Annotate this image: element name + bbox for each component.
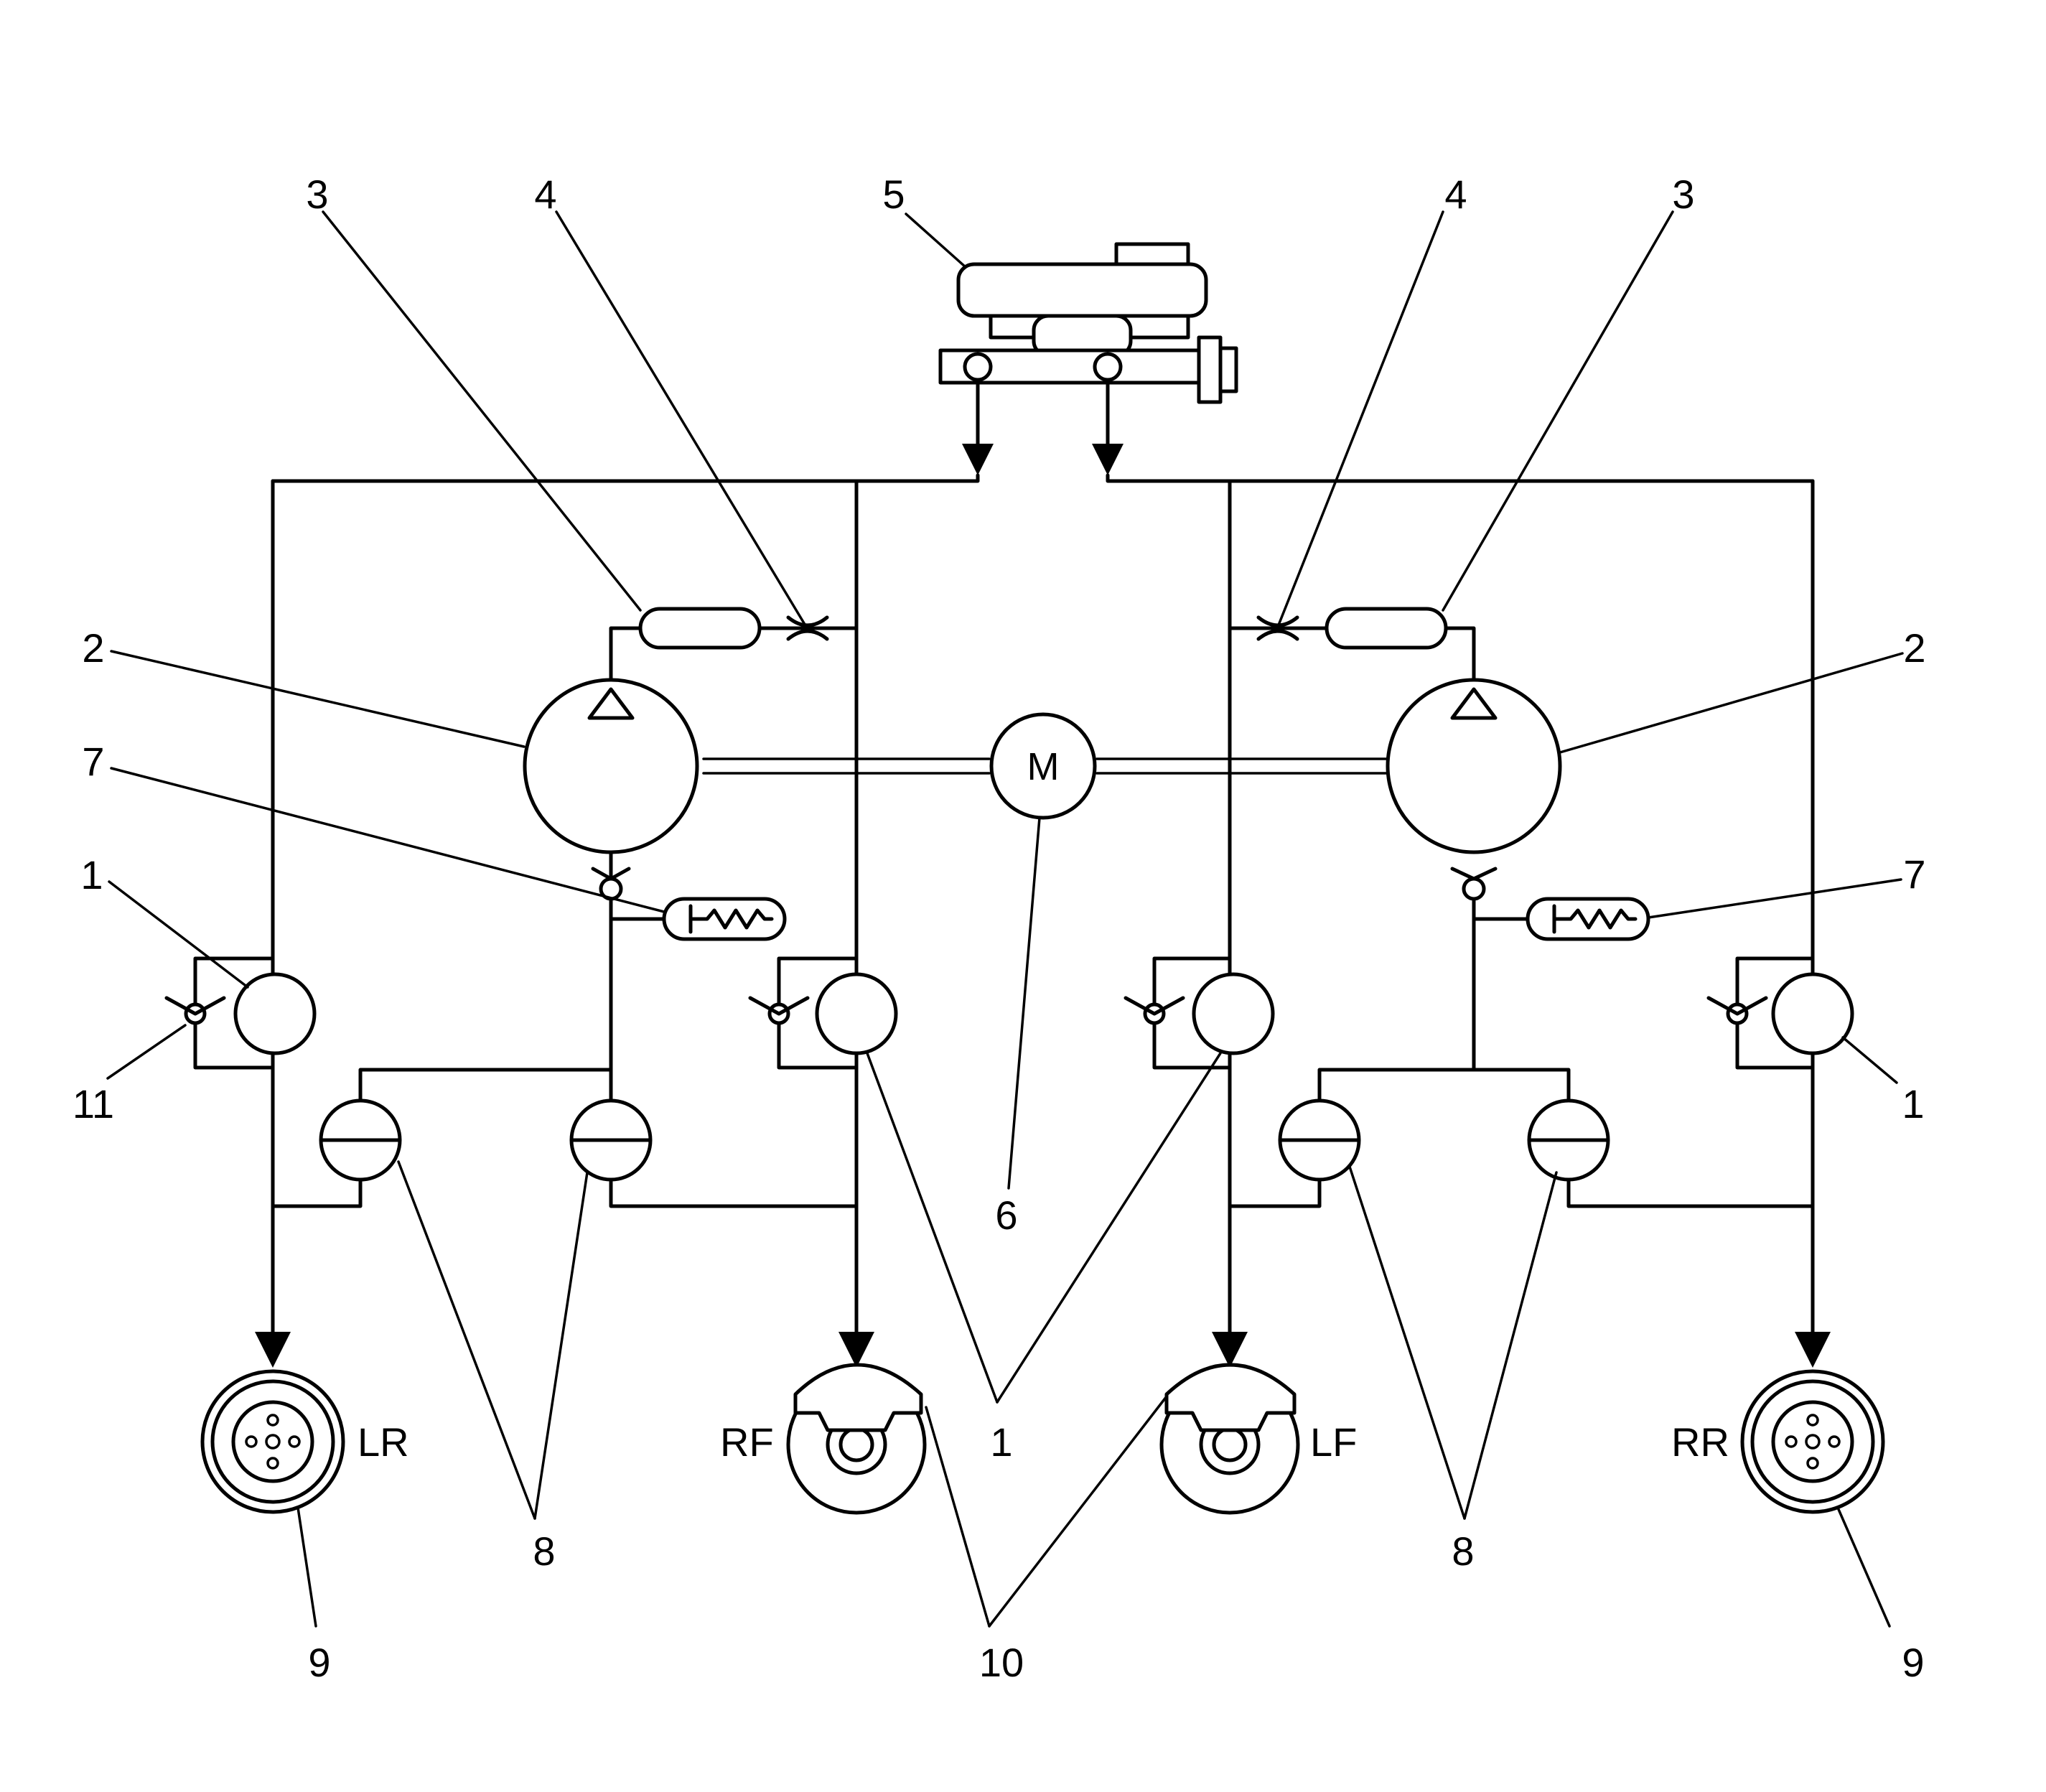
callout-11: 11	[73, 1081, 114, 1126]
callout-1-left: 1	[80, 852, 103, 897]
wheel-rr-drum	[1740, 1369, 1885, 1514]
inlet-valve-lr	[164, 956, 317, 1070]
callout-1-right: 1	[1902, 1081, 1924, 1126]
callouts: 3 4 5 4 3 2 2 7 7 1 11 1 6 1 8 8 9 10 9	[73, 172, 1926, 1685]
inlet-valve-rf	[748, 956, 898, 1070]
pump-left	[523, 678, 699, 854]
leader-lines	[106, 210, 1904, 1628]
wheel-lr-drum	[200, 1369, 345, 1514]
callout-10: 10	[979, 1640, 1024, 1685]
callout-9-right: 9	[1902, 1640, 1924, 1685]
inlet-valve-lf	[1124, 956, 1275, 1070]
master-cylinder	[938, 242, 1238, 475]
callout-3-right: 3	[1672, 172, 1694, 217]
wheel-label-rr: RR	[1671, 1419, 1729, 1465]
inlet-valve-rr	[1706, 956, 1854, 1070]
outlet-valve-lr	[319, 1098, 402, 1182]
callout-2-right: 2	[1903, 625, 1925, 671]
callout-7-right: 7	[1903, 851, 1925, 897]
callout-4-left: 4	[534, 172, 556, 217]
callout-7-left: 7	[82, 739, 104, 784]
wheel-label-rf: RF	[720, 1419, 774, 1465]
outlet-valve-lf	[1278, 1098, 1361, 1182]
callout-9-left: 9	[308, 1640, 330, 1685]
callout-3-left: 3	[306, 172, 328, 217]
wheel-rf-disc	[786, 1363, 927, 1515]
outlet-valve-rr	[1527, 1098, 1610, 1182]
damper-left	[638, 607, 762, 650]
accumulator-right	[1526, 897, 1650, 941]
callout-8-left: 8	[533, 1529, 555, 1574]
callout-2-left: 2	[82, 625, 104, 671]
damper-right	[1325, 607, 1448, 650]
outlet-valve-rf	[569, 1098, 653, 1182]
wheel-lf-disc	[1159, 1363, 1300, 1515]
callout-8-right: 8	[1452, 1529, 1474, 1574]
wheel-label-lr: LR	[358, 1419, 409, 1465]
pump-right	[1386, 678, 1562, 854]
motor-label: M	[1027, 745, 1060, 788]
pump-motor: M	[989, 712, 1097, 820]
callout-4-right: 4	[1444, 172, 1467, 217]
wheel-label-lf: LF	[1310, 1419, 1357, 1465]
callout-6: 6	[995, 1193, 1017, 1238]
accumulator-left	[662, 897, 787, 941]
hydraulic-lines	[255, 473, 1831, 1368]
orifice-left	[786, 615, 829, 641]
callout-1-bottom: 1	[990, 1419, 1012, 1465]
callout-5: 5	[882, 172, 905, 217]
pump-inlet-check-right	[1450, 867, 1498, 901]
